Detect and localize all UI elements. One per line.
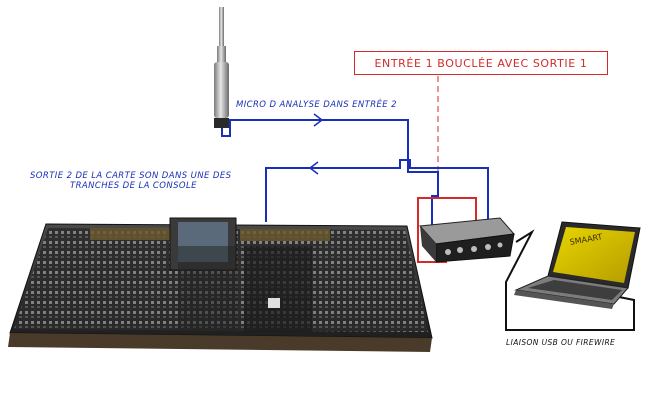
connection-label: LIAISON USB OU FIREWIRE — [506, 338, 616, 347]
loop-note-box: ENTRÉE 1 BOUCLÉE AVEC SORTIE 1 — [354, 51, 608, 75]
mic-arrow — [313, 113, 324, 127]
mixing-console-icon — [8, 217, 433, 352]
microphone-icon — [214, 7, 229, 128]
audio-interface-icon — [418, 217, 515, 263]
usb-cable — [505, 229, 635, 331]
output-cable — [265, 159, 489, 222]
output-label-line1: SORTIE 2 DE LA CARTE SON DANS UNE DES — [30, 171, 232, 181]
mic-cable — [221, 119, 439, 228]
output-label-line2: TRANCHES DE LA CONSOLE — [70, 181, 197, 191]
laptop-icon — [514, 221, 641, 309]
output-arrow — [308, 161, 319, 175]
mic-input-label: MICRO D ANALYSE DANS ENTRÉE 2 — [236, 100, 397, 110]
